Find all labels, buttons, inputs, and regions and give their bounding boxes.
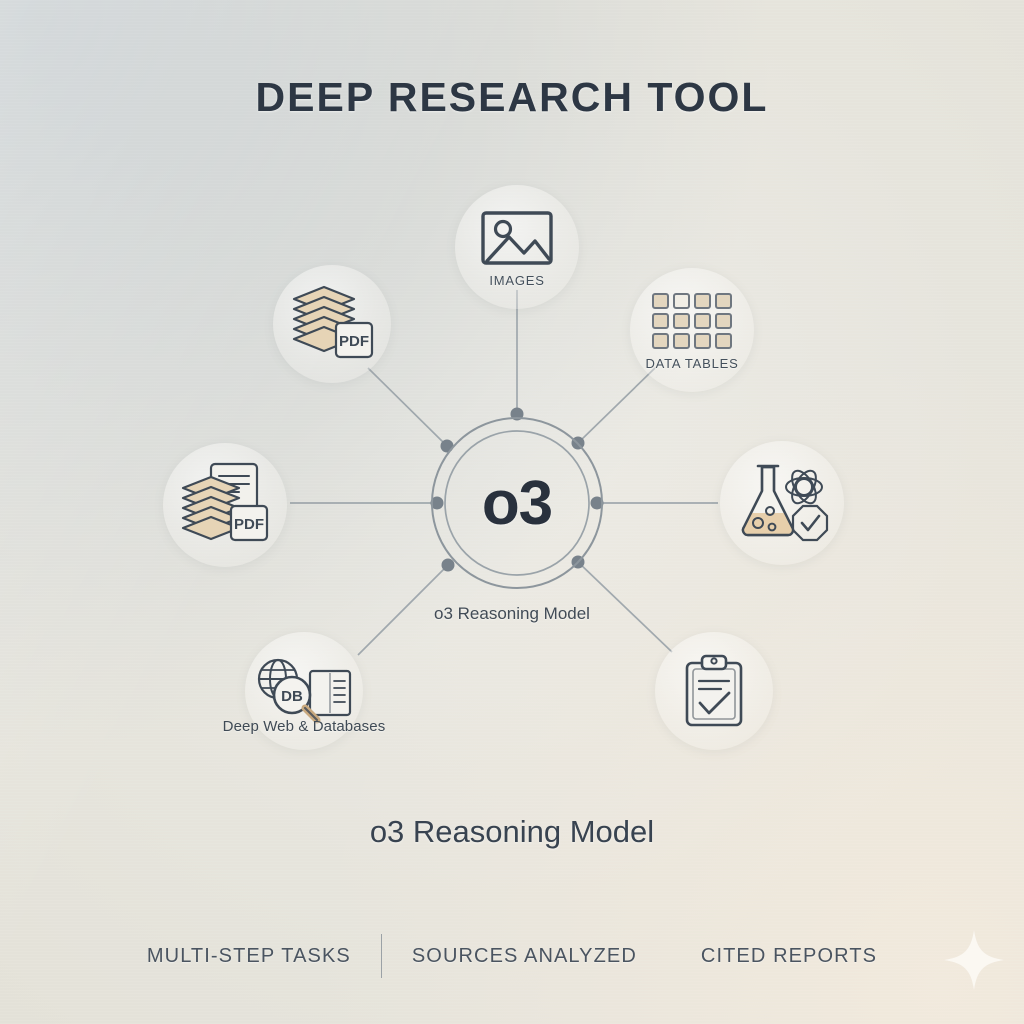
footer-stats: MULTI-STEP TASKS SOURCES ANALYZED CITED … <box>0 934 1024 978</box>
globe-db-book-icon: DB <box>252 655 356 727</box>
svg-text:DB: DB <box>281 688 303 705</box>
hub-caption: o3 Reasoning Model <box>434 604 590 623</box>
node-label-deep-web: Deep Web & Databases <box>222 718 386 735</box>
footer-item-cited-reports[interactable]: CITED REPORTS <box>700 944 878 967</box>
clipboard-check-icon <box>681 653 747 729</box>
image-icon <box>479 207 555 269</box>
page-title: DEEP RESEARCH TOOL <box>255 74 769 120</box>
node-label-images: IMAGES <box>489 272 545 288</box>
connector-reports <box>577 561 673 653</box>
hub-label: o3 <box>481 468 553 538</box>
footer-item-multi-step-tasks[interactable]: MULTI-STEP TASKS <box>146 944 351 967</box>
node-data-tables[interactable]: DATA TABLES <box>630 268 754 392</box>
node-images[interactable]: IMAGES <box>455 185 579 309</box>
flask-atom-icon <box>732 461 832 545</box>
node-halo <box>630 268 754 392</box>
connector-deep-web <box>357 564 449 656</box>
node-pdf-stack-top[interactable]: PDF <box>273 265 391 383</box>
node-label-data-tables: DATA TABLES <box>645 355 739 371</box>
node-deep-web[interactable]: DB Deep Web & Databases <box>223 632 385 750</box>
hub-rings <box>431 417 603 589</box>
four-point-star-icon <box>944 930 1004 990</box>
node-halo <box>720 441 844 565</box>
pdf-document-icon: PDF <box>177 460 273 550</box>
connector-data-tables <box>577 367 656 444</box>
main-caption: o3 Reasoning Model <box>369 814 655 849</box>
grid-table-icon <box>649 290 735 352</box>
connector-pdf-top <box>367 367 448 447</box>
svg-text:PDF: PDF <box>339 333 369 350</box>
pdf-stack-icon: PDF <box>284 281 380 367</box>
node-reports[interactable] <box>655 632 773 750</box>
svg-text:PDF: PDF <box>234 516 264 533</box>
hub-o3[interactable]: o3 <box>432 418 602 588</box>
footer-divider <box>380 934 382 978</box>
node-pdf-stack-left[interactable]: PDF <box>163 443 287 567</box>
footer-item-sources-analyzed[interactable]: SOURCES ANALYZED <box>411 944 637 967</box>
node-science[interactable] <box>720 441 844 565</box>
